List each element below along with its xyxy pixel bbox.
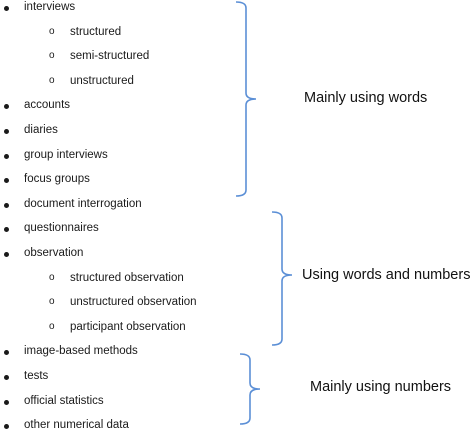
group-brace — [235, 1, 257, 197]
list-item: focus groups — [24, 173, 90, 186]
list-item: tests — [24, 370, 49, 382]
bullet-icon — [4, 178, 9, 184]
sub-bullet-icon: o — [49, 296, 55, 308]
list-item: structured observation — [70, 271, 184, 284]
list-item: accounts — [24, 99, 71, 112]
bullet-icon — [4, 104, 9, 110]
list-item: unstructured observation — [70, 296, 197, 309]
list-item: unstructured — [70, 74, 134, 87]
group-brace — [239, 353, 261, 425]
bullet-icon — [4, 129, 9, 134]
group-brace — [271, 211, 293, 346]
sub-bullet-icon: o — [49, 50, 55, 62]
bullet-icon — [4, 153, 9, 159]
bullet-icon — [4, 6, 9, 11]
bullet-icon — [4, 399, 9, 405]
group-label: Using words and numbers — [302, 267, 471, 283]
bullet-icon — [4, 227, 9, 233]
list-item: image-based methods — [24, 345, 138, 358]
list-item: document interrogation — [24, 197, 142, 210]
list-item: interviews — [24, 1, 76, 13]
list-item: official statistics — [24, 394, 104, 407]
list-item: semi-structured — [70, 50, 150, 63]
bullet-icon — [4, 202, 9, 208]
bullet-icon — [4, 375, 9, 380]
sub-bullet-icon: o — [49, 271, 55, 283]
sub-bullet-icon: o — [49, 320, 55, 332]
list-item: diaries — [24, 124, 58, 136]
list-item: questionnaires — [24, 222, 99, 235]
bullet-icon — [4, 350, 9, 356]
list-item: structured — [70, 25, 122, 38]
group-label: Mainly using numbers — [310, 379, 452, 395]
group-label: Mainly using words — [304, 90, 428, 106]
sub-bullet-icon: o — [49, 25, 55, 37]
sub-bullet-icon: o — [49, 74, 55, 86]
list-item: participant observation — [70, 320, 186, 333]
bullet-icon — [4, 252, 9, 257]
list-item: observation — [24, 247, 84, 259]
list-item: group interviews — [24, 148, 108, 161]
